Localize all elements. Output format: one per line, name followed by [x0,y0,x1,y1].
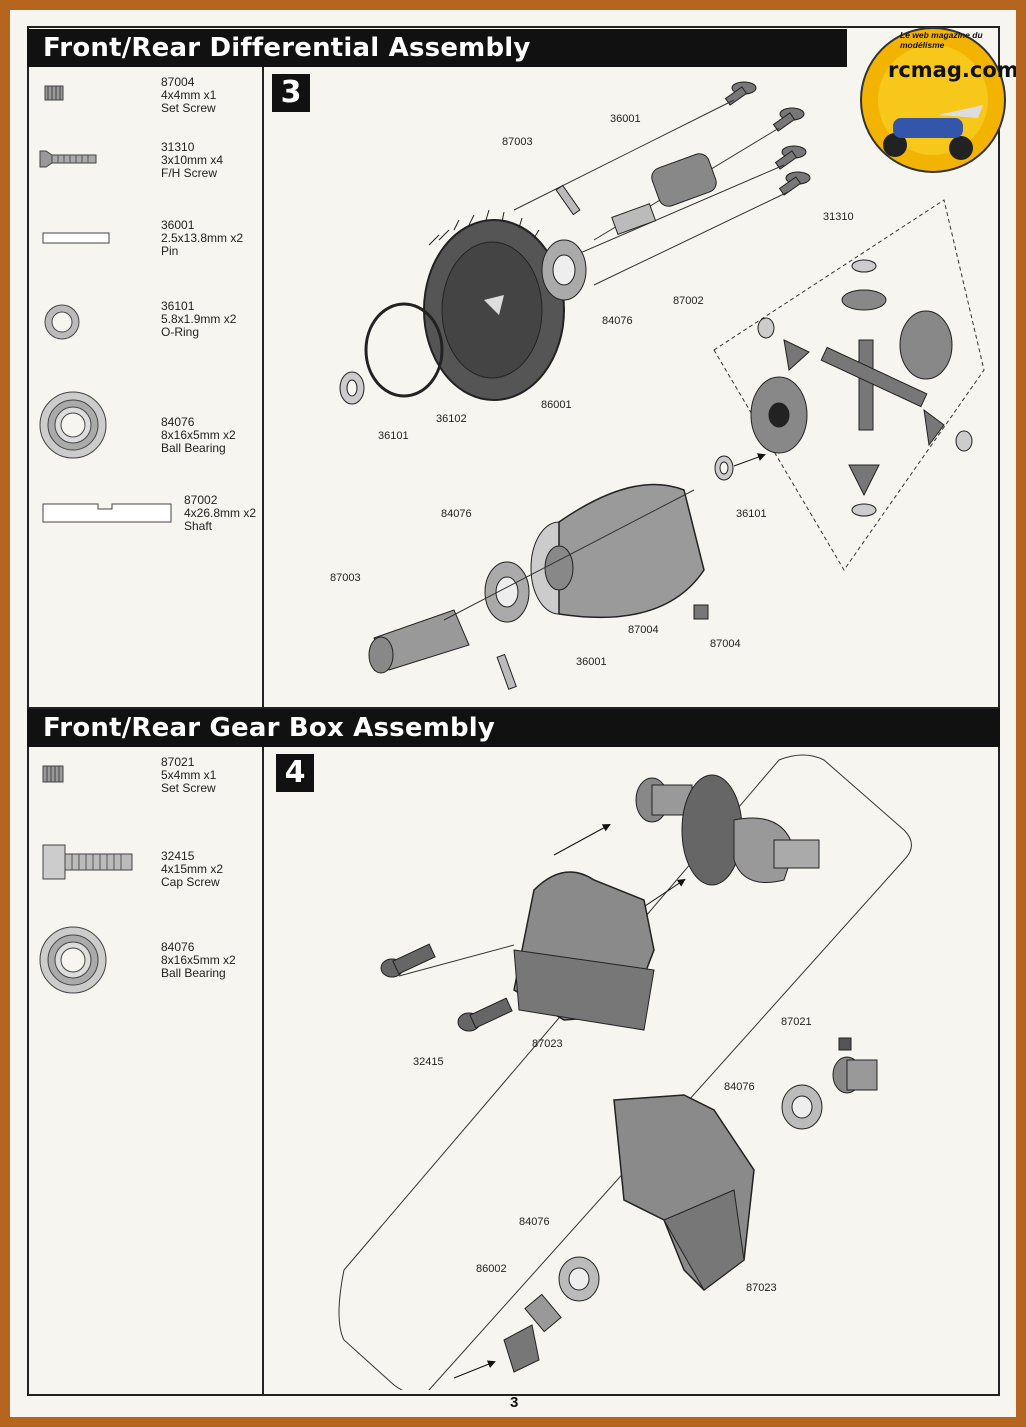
column-divider-2 [262,747,264,1396]
logo-wordmark: rcmag.com [888,58,1016,82]
ball-bearing-icon-2 [38,925,108,1000]
shaft-icon [42,503,172,528]
pin-icon [42,231,110,250]
callout-87021: 87021 [781,1016,812,1028]
callout-36102: 36102 [436,413,467,425]
callout-87002: 87002 [673,295,704,307]
callout-86001: 86001 [541,399,572,411]
section-title-gearbox: Front/Rear Gear Box Assembly [27,709,1000,747]
set-screw-icon-2 [42,765,64,788]
section-title-differential: Front/Rear Differential Assembly [27,29,847,67]
rcmag-logo[interactable] [853,20,1013,180]
callout-87023: 87023 [532,1038,563,1050]
o-ring-icon [42,302,82,347]
callout-87004-b: 87004 [710,638,741,650]
set-screw-icon [44,85,64,106]
column-divider [262,67,264,707]
callout-32415: 32415 [413,1056,444,1068]
callout-84076-gb: 84076 [724,1081,755,1093]
flat-head-screw-icon [38,150,98,173]
page-number: 3 [510,1394,519,1411]
callout-31310: 31310 [823,211,854,223]
callout-87004: 87004 [628,624,659,636]
logo-tagline: Le web magazine du modélisme [900,30,983,50]
differential-exploded-diagram [264,70,994,710]
callout-87003-b: 87003 [330,572,361,584]
gearbox-exploded-diagram [264,750,994,1395]
cap-screw-icon [42,844,134,885]
step-number-4: 4 [276,754,314,792]
callout-87003: 87003 [502,136,533,148]
callout-84076: 84076 [602,315,633,327]
step-number-3: 3 [272,74,310,112]
callout-84076-b: 84076 [441,508,472,520]
section-divider [27,707,1000,709]
callout-87023-b: 87023 [746,1282,777,1294]
callout-36101: 36101 [378,430,409,442]
ball-bearing-icon [38,390,108,465]
callout-36001-b: 36001 [576,656,607,668]
callout-36001: 36001 [610,113,641,125]
callout-84076-gb2: 84076 [519,1216,550,1228]
callout-36101-b: 36101 [736,508,767,520]
callout-86002: 86002 [476,1263,507,1275]
